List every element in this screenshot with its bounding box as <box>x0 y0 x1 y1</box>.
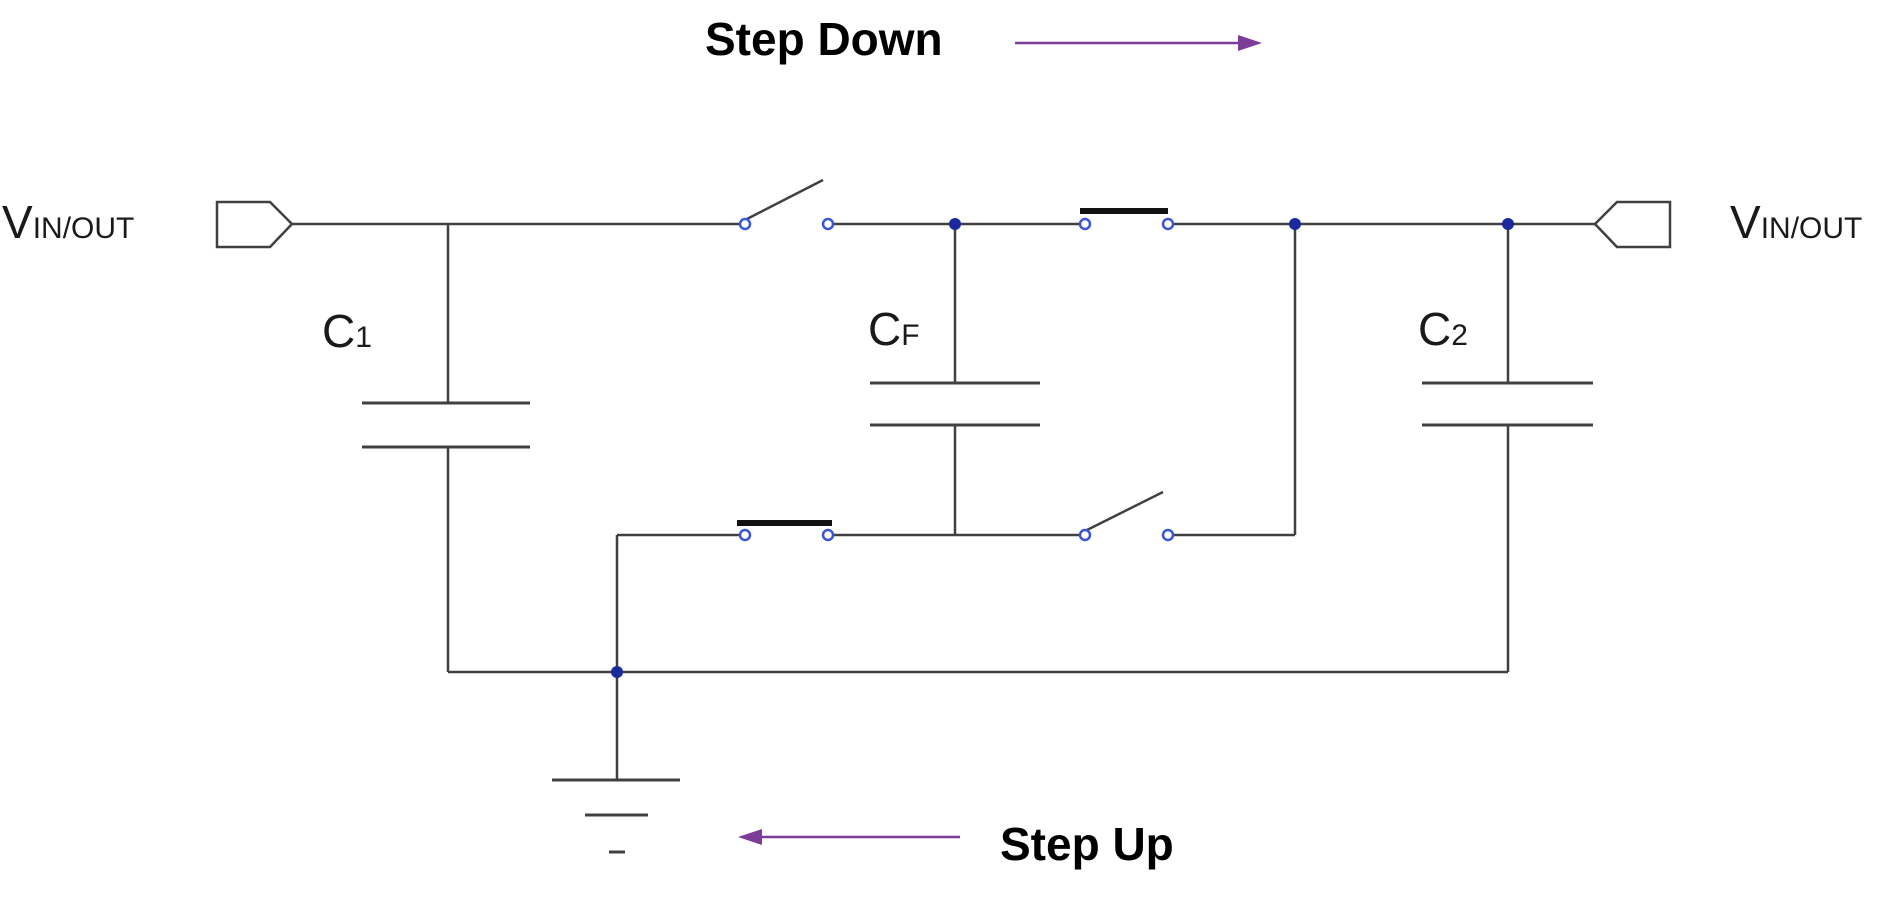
capacitor-c1 <box>362 224 530 672</box>
junction-nodes <box>611 218 1514 678</box>
switch-bottom-left-closed <box>737 520 835 542</box>
c2-label: C2 <box>1418 303 1468 355</box>
switch-top-right-closed <box>1078 208 1175 231</box>
vin-left-port <box>215 200 294 249</box>
middle-rail-wires <box>615 533 1295 672</box>
capacitor-cf <box>870 224 1040 535</box>
step-down-label: Step Down <box>705 13 943 65</box>
vin-left-label: VIN/OUT <box>2 196 134 248</box>
vin-right-label: VIN/OUT <box>1730 196 1862 248</box>
switch-top-left-open <box>738 178 835 231</box>
capacitor-c2 <box>1422 224 1593 672</box>
ground-icon <box>552 672 680 854</box>
step-up-arrow <box>738 829 960 845</box>
step-up-label: Step Up <box>1000 818 1174 870</box>
c1-label: C1 <box>322 305 372 357</box>
step-down-arrow <box>1015 35 1262 51</box>
cf-label: CF <box>868 303 920 355</box>
switch-bottom-right-open <box>1078 490 1175 542</box>
vin-right-port <box>1593 200 1672 249</box>
